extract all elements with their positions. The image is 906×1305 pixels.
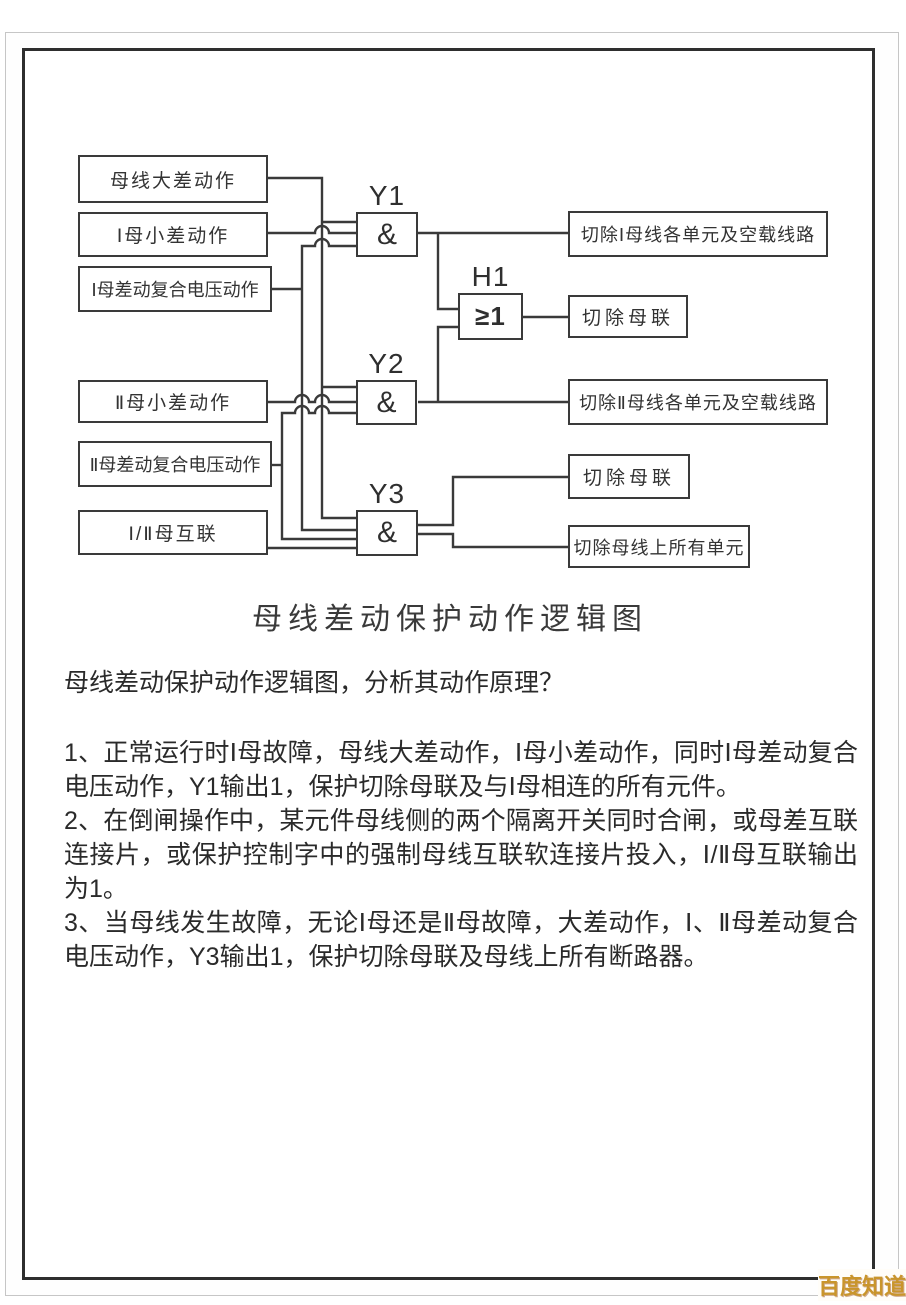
gate-h1-label: H1 [471,261,510,292]
gate-y3-label: Y3 [368,478,406,509]
gate-y2-and: & [356,380,417,425]
gate-h1-or: ≥1 [458,293,523,340]
gate-y1-label: Y1 [368,180,406,211]
input-box-interconnect: Ⅰ/Ⅱ母互联 [78,510,268,555]
gate-y3-and: & [356,510,418,556]
diagram-caption: 母线差动保护动作逻辑图 [252,603,648,636]
baidu-zhidao-watermark: 百度知道 [818,1269,906,1301]
question-text-block: 母线差动保护动作逻辑图，分析其动作原理？ 1、正常运行时Ⅰ母故障，母线大差动作，… [64,666,858,974]
input-box-bus1-voltage: Ⅰ母差动复合电压动作 [78,266,272,312]
gate-y2-label: Y2 [368,348,405,379]
question-item-3: 3、当母线发生故障，无论Ⅰ母还是Ⅱ母故障，大差动作，Ⅰ、Ⅱ母差动复合电压动作，Y… [64,909,858,971]
output-trip-bus2-units: 切除Ⅱ母线各单元及空载线路 [568,379,828,425]
input-box-bus2-voltage: Ⅱ母差动复合电压动作 [78,441,272,487]
output-trip-coupler-y3: 切除母联 [568,454,690,499]
output-trip-all-units: 切除母线上所有单元 [568,525,750,568]
question-item-2: 2、在倒闸操作中，某元件母线侧的两个隔离开关同时合闸，或母差互联连接片，或保护控… [64,807,858,903]
input-box-large-diff: 母线大差动作 [78,155,268,203]
question-item-1: 1、正常运行时Ⅰ母故障，母线大差动作，Ⅰ母小差动作，同时Ⅰ母差动复合电压动作，Y… [64,739,858,801]
question-intro: 母线差动保护动作逻辑图，分析其动作原理？ [64,669,565,697]
input-box-bus2-small-diff: Ⅱ母小差动作 [78,380,268,423]
output-trip-bus1-units: 切除Ⅰ母线各单元及空载线路 [568,211,828,257]
input-box-bus1-small-diff: Ⅰ母小差动作 [78,212,268,257]
gate-y1-and: & [356,212,418,257]
output-trip-coupler-h1: 切除母联 [568,295,688,338]
